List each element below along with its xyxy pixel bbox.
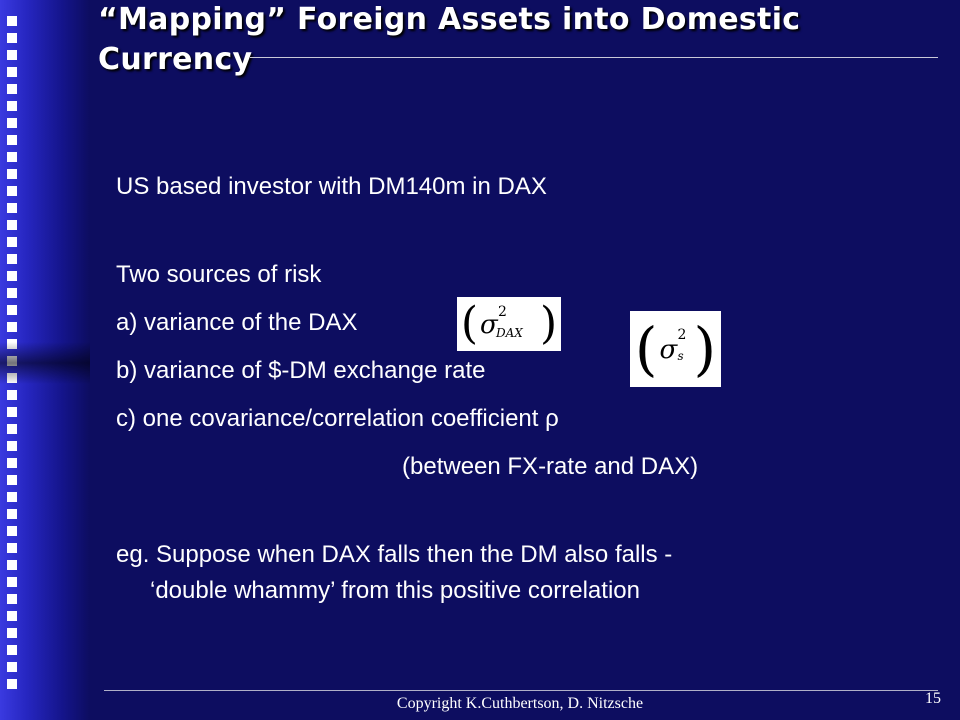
copyright-footer: Copyright K.Cuthbertson, D. Nitzsche <box>396 695 644 712</box>
between-note: (between FX-rate and DAX) <box>402 453 699 480</box>
square-bullets-decoration <box>7 16 17 696</box>
sigma-s-subscript: s <box>677 349 684 363</box>
footer-rule <box>104 690 938 691</box>
sigma-dax-formula: ( σ 2 DAX ) <box>457 297 561 351</box>
page-number: 15 <box>925 690 941 707</box>
sigma-symbol-dax: σ <box>480 310 498 340</box>
slide-title: “Mapping” Foreign Assets into Domestic C… <box>98 2 801 77</box>
example-line-2: ‘double whammy’ from this positive corre… <box>150 577 640 604</box>
sources-heading: Two sources of risk <box>116 261 322 288</box>
investor-line: US based investor with DM140m in DAX <box>116 173 547 200</box>
title-underline <box>250 57 938 58</box>
sigma-s-formula: ( σ 2 s ) <box>630 311 721 387</box>
sigma-dax-superscript: 2 <box>498 304 507 320</box>
left-decorative-bar <box>0 0 90 720</box>
risk-c-line: c) one covariance/correlation coefficien… <box>116 405 559 432</box>
sigma-s-superscript: 2 <box>677 327 687 343</box>
left-bar-shadow <box>0 342 90 384</box>
example-line-1: eg. Suppose when DAX falls then the DM a… <box>116 541 673 568</box>
risk-a-line: a) variance of the DAX <box>116 309 358 336</box>
risk-b-line: b) variance of $-DM exchange rate <box>116 357 486 384</box>
sigma-symbol-s: σ <box>659 335 678 365</box>
sigma-dax-subscript: DAX <box>496 326 523 340</box>
